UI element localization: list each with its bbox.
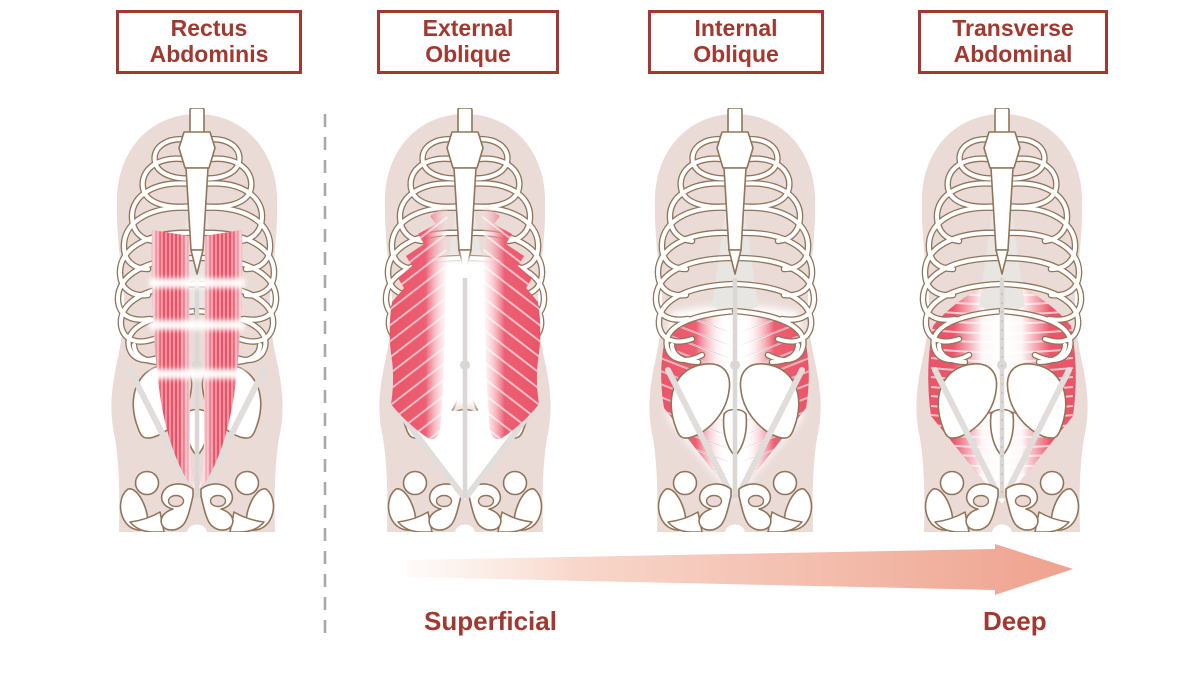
internal-oblique-figure bbox=[649, 108, 821, 532]
transverse-abdominal-figure bbox=[916, 108, 1088, 532]
deep-label: Deep bbox=[983, 606, 1047, 636]
title-line: Rectus bbox=[170, 15, 248, 42]
rectus-abdominis-figure bbox=[111, 108, 283, 532]
superficial-label: Superficial bbox=[424, 606, 557, 636]
title-line: Abdominal bbox=[953, 41, 1073, 67]
external-oblique-figure bbox=[379, 108, 551, 532]
dashed-divider bbox=[323, 114, 327, 640]
title-line: Internal bbox=[694, 15, 778, 42]
rectus-muscle-overlay bbox=[148, 224, 246, 496]
title-box-transverse-abdominal: Transverse Abdominal bbox=[918, 10, 1108, 74]
title-line: Oblique bbox=[693, 41, 779, 67]
title-line: Transverse bbox=[952, 15, 1074, 42]
title-box-rectus-abdominis: Rectus Abdominis bbox=[116, 10, 302, 74]
title-box-external-oblique: External Oblique bbox=[377, 10, 559, 74]
title-line: External bbox=[422, 15, 514, 42]
title-box-internal-oblique: Internal Oblique bbox=[648, 10, 824, 74]
title-line: Abdominis bbox=[149, 41, 269, 67]
depth-gradient-arrow bbox=[407, 544, 1073, 595]
title-line: Oblique bbox=[425, 41, 511, 67]
